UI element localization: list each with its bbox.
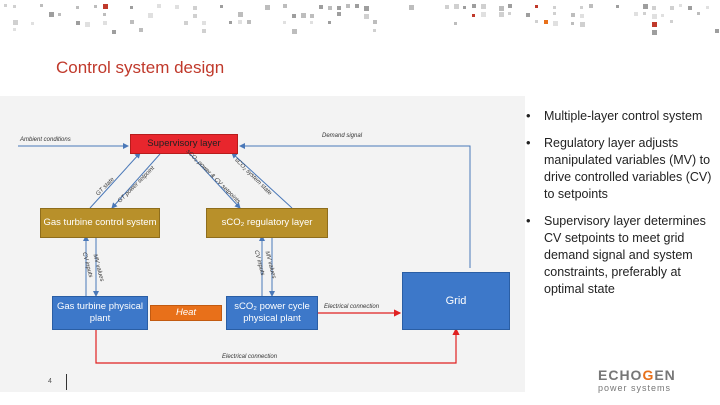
demand-arrow: [239, 143, 471, 268]
bullet-text: Supervisory layer determines CV setpoint…: [544, 214, 706, 296]
logo-wordmark: ECHOGEN: [598, 367, 676, 383]
gt-state-arrow: [89, 152, 141, 209]
gas-turbine-control-box: Gas turbine control system: [40, 208, 160, 238]
supervisory-layer-box: Supervisory layer: [130, 134, 238, 154]
bullet-item: •Supervisory layer determines CV setpoin…: [526, 213, 706, 296]
heat-arrow-box: Heat: [150, 305, 222, 321]
electrical-arrow-gt: [95, 327, 460, 364]
grid-box: Grid: [402, 272, 510, 330]
echogen-logo: ECHOGEN power systems: [598, 368, 682, 398]
logo-subtitle: power systems: [598, 383, 672, 393]
sco2-setpoint-arrow: [189, 153, 241, 209]
demand-label: Demand signal: [322, 133, 363, 139]
sco2-regulatory-box: sCO₂ regulatory layer: [206, 208, 328, 238]
gas-turbine-plant-box: Gas turbine physical plant: [52, 296, 148, 330]
bullet-item: •Multiple-layer control system: [526, 108, 703, 123]
header-dot-pattern: [4, 4, 719, 35]
ambient-label: Ambient conditions: [20, 137, 71, 143]
sco2-state-arrow: [231, 152, 293, 209]
bullet-item: •Regulatory layer adjusts manipulated va…: [526, 135, 712, 201]
control-diagram-connectors: [18, 143, 471, 364]
sco2-plant-box: sCO₂ power cycle physical plant: [226, 296, 318, 330]
bullet-list: •Multiple-layer control system •Regulato…: [526, 108, 718, 308]
bullet-text: Regulatory layer adjusts manipulated var…: [544, 136, 712, 201]
bullet-text: Multiple-layer control system: [544, 109, 703, 123]
gt-setpoint-arrow: [111, 153, 161, 209]
page-number: 4: [48, 378, 52, 385]
page-title: Control system design: [56, 58, 225, 77]
page-divider: [66, 374, 67, 390]
electrical-label-top: Electrical connection: [324, 304, 380, 310]
electrical-label-bottom: Electrical connection: [222, 354, 278, 360]
